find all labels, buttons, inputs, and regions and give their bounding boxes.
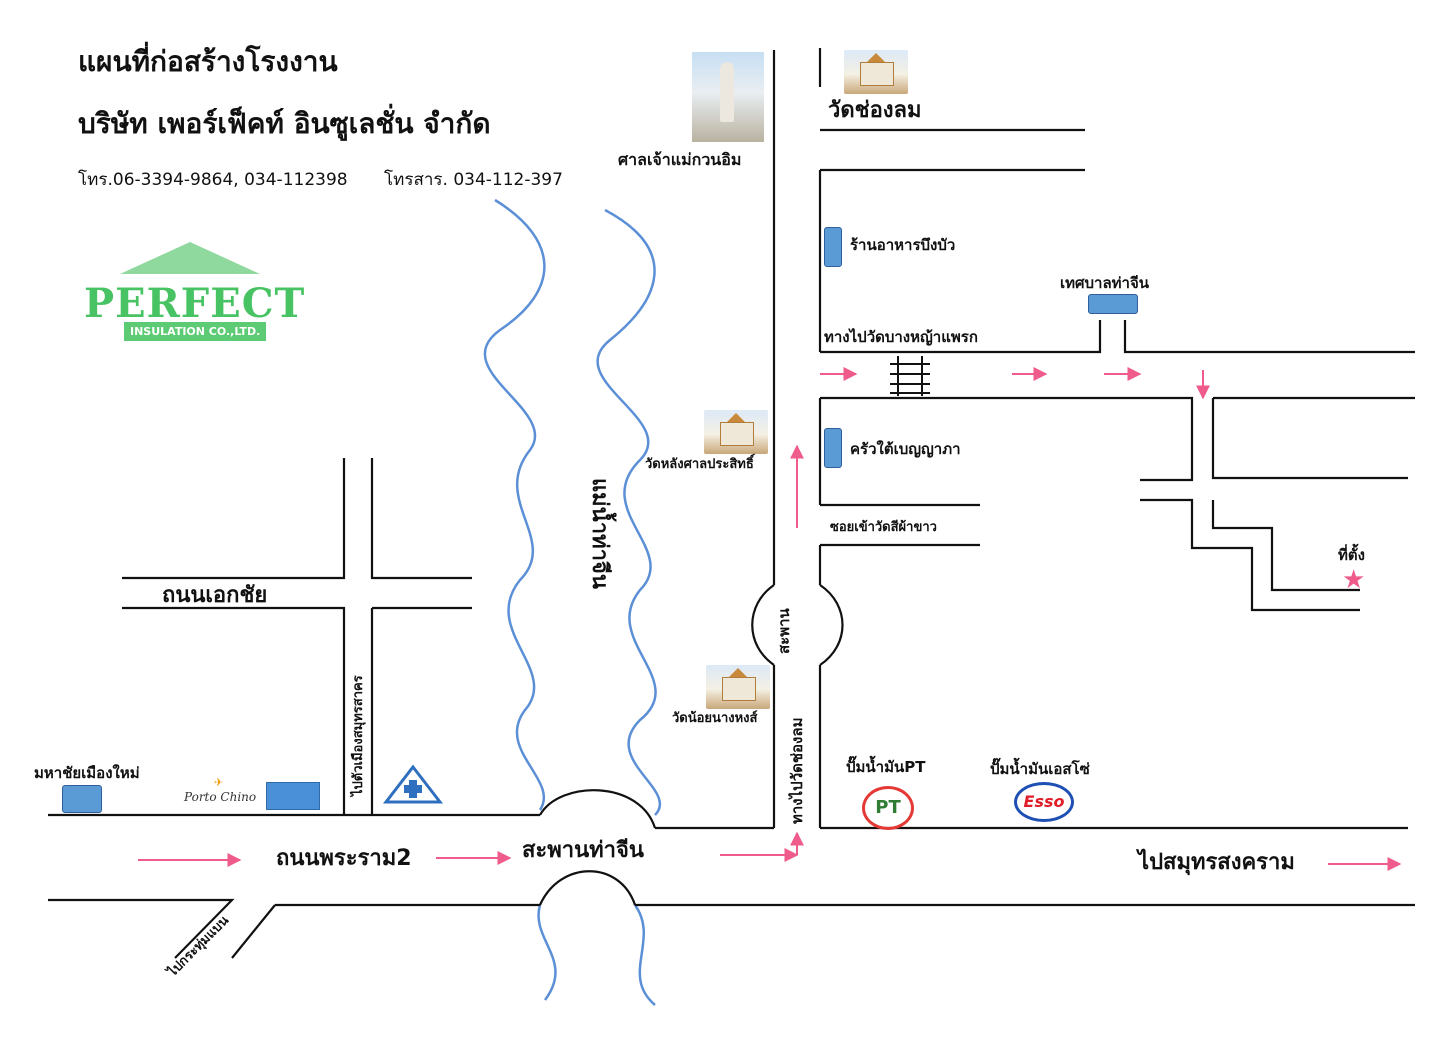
esso-station-label: ปั๊มน้ำมันเอสโซ่ bbox=[990, 760, 1090, 778]
logo-main-text: PERFECT bbox=[84, 280, 306, 327]
municipality-marker bbox=[1088, 294, 1138, 314]
pt-logo: PT bbox=[862, 786, 914, 830]
mahachai-label: มหาชัยเมืองใหม่ bbox=[34, 764, 140, 782]
temple-icon bbox=[704, 410, 768, 454]
company-logo: PERFECT INSULATION CO.,LTD. bbox=[80, 242, 304, 348]
porto-chino-logo: Porto Chino bbox=[184, 790, 257, 804]
rama2-road-label: ถนนพระราม2 bbox=[276, 846, 412, 871]
river bbox=[483, 198, 662, 1006]
direction-arrows bbox=[138, 367, 1402, 871]
logo-roof-icon bbox=[120, 242, 260, 274]
road-to-wat-label: ทางไปวัดบางหญ้าแพรก bbox=[824, 328, 978, 346]
roads bbox=[48, 48, 1415, 959]
to-samut-sakhon-label: ไปตัวเมืองสมุทรสาคร bbox=[351, 675, 366, 796]
municipality-label: เทศบาลท่าจีน bbox=[1060, 274, 1150, 292]
company-name: บริษัท เพอร์เฟ็คท์ อินซูเลชั่น จำกัด bbox=[78, 107, 491, 140]
to-samut-songkhram-label: ไปสมุทรสงคราม bbox=[1138, 850, 1295, 875]
porto-chino-mark-icon: ✈ bbox=[214, 776, 224, 789]
railway-icon bbox=[890, 356, 930, 396]
wat-chong-lom-label: วัดช่องลม bbox=[828, 98, 922, 123]
tha-chin-bridge-label: สะพานท่าจีน bbox=[522, 838, 644, 863]
hospital-icon bbox=[382, 764, 444, 804]
kitchen-label: ครัวใต้เบญญาภา bbox=[850, 440, 961, 458]
shrine-label: ศาลเจ้าแม่กวนอิม bbox=[618, 150, 742, 169]
temple-icon bbox=[844, 50, 908, 94]
river-label: แม่น้ำท่าจีน bbox=[587, 478, 612, 589]
site-star-icon: ★ bbox=[1342, 565, 1366, 595]
kitchen-marker bbox=[824, 428, 842, 468]
esso-logo: Esso bbox=[1014, 782, 1074, 822]
logo-sub-text: INSULATION CO.,LTD. bbox=[124, 322, 267, 341]
wat-lang-san-label: วัดหลังศาลประสิทธิ์ bbox=[645, 457, 754, 472]
soi-wat-label: ซอยเข้าวัดสีผ้าขาว bbox=[830, 520, 937, 535]
restaurant-label: ร้านอาหารบึงบัว bbox=[850, 236, 956, 254]
restaurant-marker bbox=[824, 227, 842, 267]
map-title: แผนที่ก่อสร้างโรงงาน bbox=[78, 45, 338, 78]
small-bridge-label: สะพาน bbox=[775, 608, 793, 654]
store-logo-icon bbox=[266, 782, 320, 810]
shrine-icon bbox=[692, 52, 764, 142]
fax-number: โทรสาร. 034-112-397 bbox=[384, 170, 563, 190]
temple-icon bbox=[706, 665, 770, 709]
to-wat-chong-lom-label: ทางไปวัดช่องลม bbox=[788, 717, 806, 824]
pt-station-label: ปั๊มน้ำมันPT bbox=[846, 758, 926, 776]
ekachai-road-label: ถนนเอกชัย bbox=[162, 583, 268, 608]
mahachai-marker bbox=[62, 785, 102, 813]
wat-noi-label: วัดน้อยนางหงส์ bbox=[672, 711, 758, 726]
phone-number: โทร.06-3394-9864, 034-112398 bbox=[78, 170, 348, 190]
site-label: ที่ตั้ง bbox=[1338, 546, 1365, 564]
